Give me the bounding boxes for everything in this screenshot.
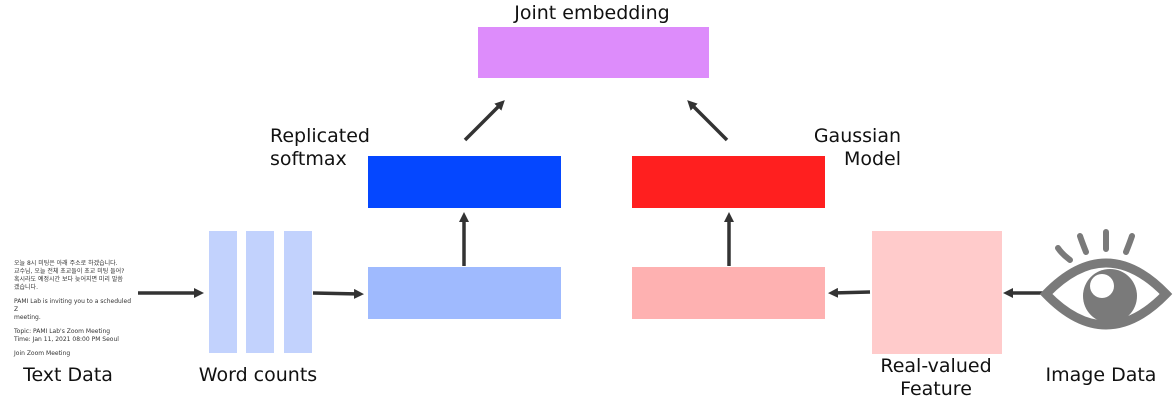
replicated-line2: softmax [270,148,347,170]
doc-line: 혹시라도 예정시간 보다 늦어지면 미리 말씀 [14,276,123,283]
text-document: 오늘 8시 미팅은 아래 주소로 하겠습니다. 교수님, 오늘 전체 초교들이 … [14,260,132,364]
doc-paragraph-3: Topic: PAMI Lab's Zoom Meeting Time: Jan… [14,328,132,344]
real-valued-feature-label: Real-valued Feature [880,355,991,401]
doc-paragraph-2: PAMI Lab is inviting you to a scheduled … [14,298,132,322]
image-hidden-box [632,267,825,319]
replicated-softmax-box [368,156,561,208]
doc-paragraph-4: Join Zoom Meeting [14,350,132,358]
joint-embedding-label: Joint embedding [514,2,670,24]
real-valued-line2: Feature [900,378,972,400]
doc-line: Join Zoom Meeting [14,350,71,357]
joint-embedding-box [478,27,709,78]
doc-line: 교수님, 오늘 전체 초교들이 초교 미팅 들어? [14,268,125,275]
word-count-bar-1 [209,231,237,353]
arrow-softmax-to-joint [463,100,505,142]
doc-line: 오늘 8시 미팅은 아래 주소로 하겠습니다. [14,260,118,267]
gaussian-model-label: Gaussian Model [800,125,901,171]
text-data-label: Text Data [23,364,113,386]
doc-line: PAMI Lab is inviting you to a scheduled … [14,298,131,313]
gaussian-line2: Model [843,148,901,170]
doc-line: Topic: PAMI Lab's Zoom Meeting [14,328,111,335]
word-count-bar-2 [246,231,274,353]
real-valued-line1: Real-valued [880,355,992,377]
arrow-gaussian-to-joint [687,100,729,142]
gaussian-line1: Gaussian [813,125,901,147]
replicated-softmax-label: Replicated softmax [270,125,370,171]
word-hidden-box [368,267,561,319]
arrow-wordcounts-to-hidden [312,288,364,299]
replicated-line1: Replicated [270,125,370,147]
real-valued-feature-box [872,231,1002,354]
word-count-bar-3 [284,231,312,353]
arrow-feature-to-image-hidden [828,287,871,298]
image-data-label: Image Data [1045,364,1157,386]
gaussian-model-box [632,156,825,208]
word-counts-label: Word counts [198,364,318,386]
eye-icon [1039,229,1173,330]
doc-line: Time: Jan 11, 2021 08:00 PM Seoul [14,336,119,343]
doc-line: meeting. [14,314,41,321]
doc-line: 겠습니다. [14,284,38,291]
doc-paragraph-1: 오늘 8시 미팅은 아래 주소로 하겠습니다. 교수님, 오늘 전체 초교들이 … [14,260,132,292]
